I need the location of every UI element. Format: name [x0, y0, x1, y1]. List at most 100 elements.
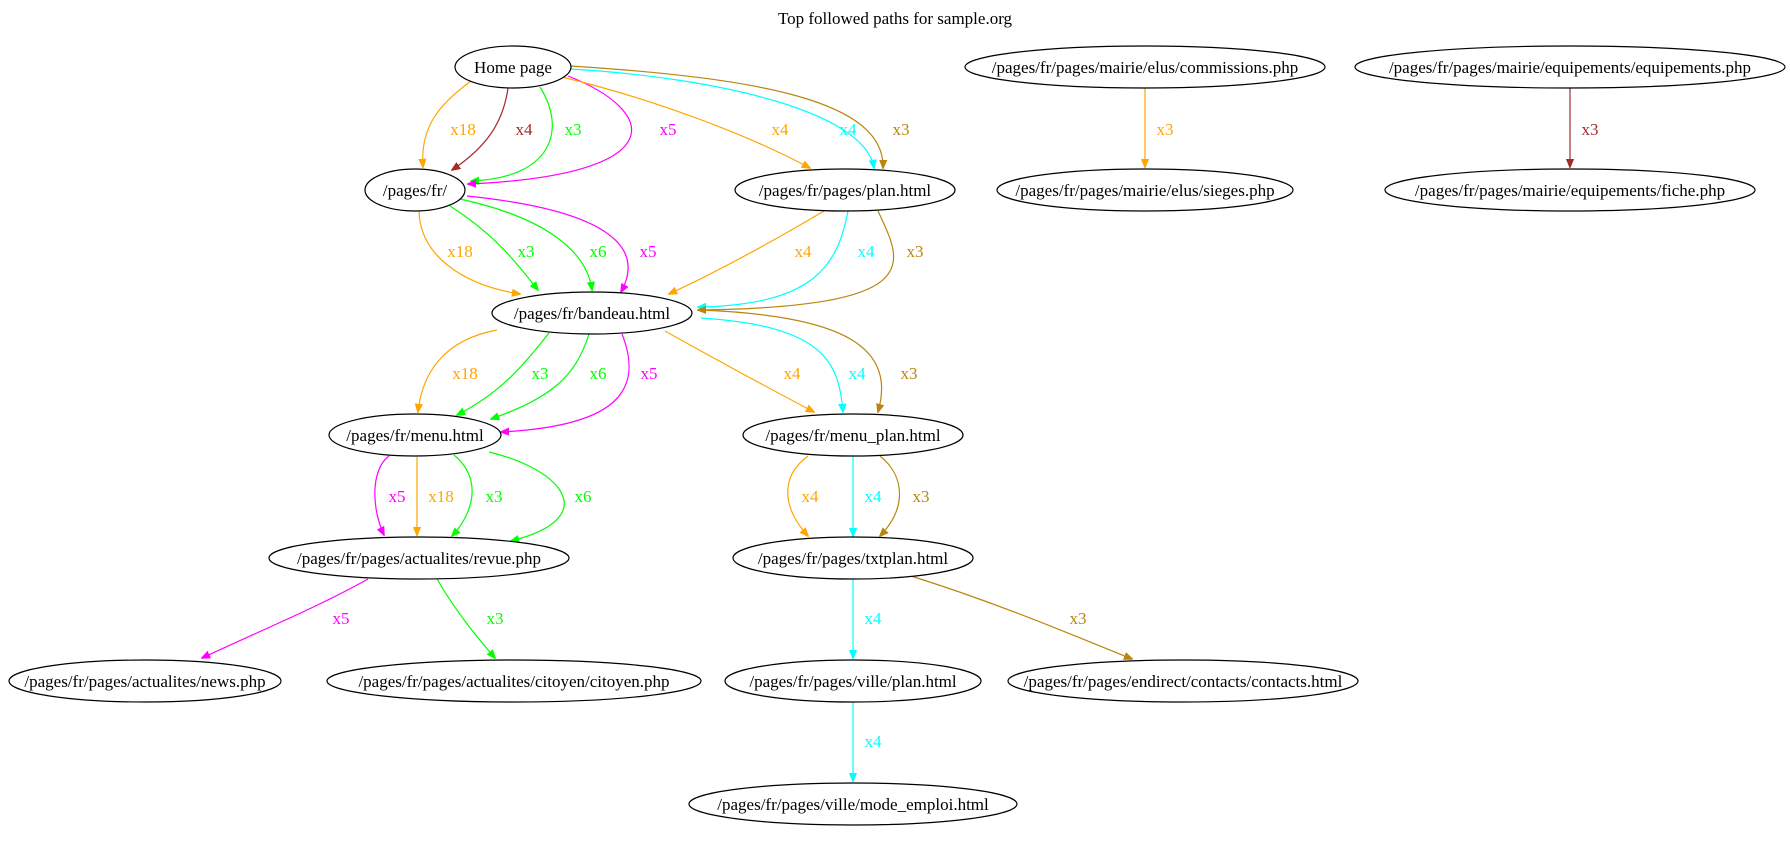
- edge-revue-to-citoyen: x3: [436, 578, 504, 658]
- edge-fr-to-bandeau: x18: [418, 210, 520, 294]
- node-label: /pages/fr/pages/actualites/revue.php: [297, 549, 541, 568]
- edge-menu_plan-to-txtplan: x3: [880, 455, 930, 536]
- edge-line: [466, 195, 628, 292]
- edge-line: [501, 333, 630, 432]
- edge-count-label: x4: [865, 732, 883, 751]
- node-label: /pages/fr/pages/mairie/equipements/fiche…: [1415, 181, 1725, 200]
- edge-count-label: x3: [1582, 120, 1599, 139]
- edge-line: [468, 75, 632, 184]
- edge-count-label: x3: [1157, 120, 1174, 139]
- edge-line: [449, 205, 538, 290]
- edge-txtplan-to-contacts: x3: [910, 575, 1132, 659]
- node-label: /pages/fr/pages/mairie/equipements/equip…: [1389, 58, 1751, 77]
- edge-fr-to-bandeau: x6: [459, 198, 607, 290]
- edge-menu-to-revue: x3: [452, 454, 503, 536]
- node-txtplan: /pages/fr/pages/txtplan.html: [732, 536, 974, 580]
- edge-count-label: x6: [590, 364, 607, 383]
- edge-count-label: x4: [840, 120, 858, 139]
- nodes-layer: Home page/pages/fr/ /pages/fr/pages/plan.…: [8, 45, 1786, 826]
- node-ellipse: [742, 413, 964, 457]
- edge-count-label: x3: [913, 487, 930, 506]
- edge-count-label: x4: [858, 242, 876, 261]
- edge-line: [698, 210, 895, 310]
- edge-count-label: x3: [486, 487, 503, 506]
- edge-count-label: x3: [893, 120, 910, 139]
- edge-count-label: x3: [1070, 609, 1087, 628]
- node-label: Home page: [474, 58, 552, 77]
- node-ellipse: [268, 536, 570, 580]
- node-label: /pages/fr/bandeau.html: [514, 304, 671, 323]
- edge-bandeau-to-menu_plan: x3: [700, 309, 918, 412]
- node-ville_plan: /pages/fr/pages/ville/plan.html: [724, 659, 982, 703]
- node-label: /pages/fr/pages/ville/plan.html: [749, 672, 957, 691]
- edge-bandeau-to-menu_plan: x4: [700, 317, 866, 412]
- node-menu_plan: /pages/fr/menu_plan.html: [742, 413, 964, 457]
- edge-menu_plan-to-txtplan: x4: [853, 456, 882, 536]
- edge-count-label: x6: [575, 487, 592, 506]
- edge-line: [669, 210, 825, 294]
- edge-revue-to-news: x5: [202, 578, 369, 658]
- edge-line: [457, 332, 550, 415]
- edge-menu-to-revue: x6: [488, 451, 592, 541]
- edge-line: [452, 87, 509, 170]
- node-ellipse: [1007, 659, 1359, 703]
- edge-count-label: x3: [532, 364, 549, 383]
- edge-home-to-fr: x4: [452, 87, 533, 170]
- edge-plan-to-bandeau: x3: [698, 210, 924, 310]
- node-ellipse: [996, 168, 1294, 212]
- edge-line: [488, 451, 565, 541]
- node-fr: /pages/fr/: [364, 168, 466, 212]
- node-label: /pages/fr/menu.html: [346, 426, 484, 445]
- edge-line: [471, 86, 553, 181]
- edge-count-label: x5: [660, 120, 677, 139]
- edge-menu_plan-to-txtplan: x4: [787, 455, 819, 536]
- edge-count-label: x3: [901, 364, 918, 383]
- edge-home-to-plan: x4: [561, 76, 810, 168]
- edge-count-label: x5: [389, 487, 406, 506]
- graph-title: Top followed paths for sample.org: [778, 9, 1013, 28]
- node-ellipse: [1354, 45, 1786, 89]
- edge-line: [374, 455, 390, 535]
- edge-count-label: x4: [865, 609, 883, 628]
- node-ellipse: [326, 659, 702, 703]
- node-label: /pages/fr/pages/actualites/news.php: [24, 672, 265, 691]
- node-contacts: /pages/fr/pages/endirect/contacts/contac…: [1007, 659, 1359, 703]
- edge-line: [561, 76, 810, 168]
- edge-line: [570, 68, 874, 168]
- node-bandeau: /pages/fr/bandeau.html: [491, 291, 693, 335]
- node-label: /pages/fr/pages/txtplan.html: [758, 549, 949, 568]
- edge-line: [700, 309, 882, 412]
- edge-line: [787, 455, 808, 536]
- edge-count-label: x4: [865, 487, 883, 506]
- edge-line: [910, 575, 1132, 659]
- node-label: /pages/fr/pages/ville/mode_emploi.html: [717, 795, 989, 814]
- edge-line: [569, 65, 883, 168]
- node-plan: /pages/fr/pages/plan.html: [734, 168, 956, 212]
- node-label: /pages/fr/menu_plan.html: [765, 426, 940, 445]
- edge-fr-to-bandeau: x5: [466, 195, 657, 292]
- edge-line: [880, 455, 901, 536]
- node-ellipse: [732, 536, 974, 580]
- node-ellipse: [1384, 168, 1756, 212]
- node-ellipse: [328, 413, 502, 457]
- node-label: /pages/fr/pages/actualites/citoyen/citoy…: [358, 672, 669, 691]
- node-menu: /pages/fr/menu.html: [328, 413, 502, 457]
- edge-fr-to-bandeau: x3: [449, 205, 538, 290]
- node-label: /pages/fr/pages/mairie/elus/commissions.…: [992, 58, 1298, 77]
- edge-bandeau-to-menu: x6: [491, 333, 607, 419]
- edge-count-label: x18: [447, 242, 473, 261]
- edge-line: [700, 317, 843, 412]
- node-revue: /pages/fr/pages/actualites/revue.php: [268, 536, 570, 580]
- edge-line: [452, 454, 473, 536]
- edge-count-label: x6: [590, 242, 607, 261]
- edge-count-label: x3: [487, 609, 504, 628]
- edge-line: [418, 210, 520, 294]
- edge-count-label: x5: [641, 364, 658, 383]
- edge-bandeau-to-menu_plan: x4: [664, 330, 814, 412]
- node-commissions: /pages/fr/pages/mairie/elus/commissions.…: [964, 45, 1326, 89]
- node-ellipse: [734, 168, 956, 212]
- node-sieges: /pages/fr/pages/mairie/elus/sieges.php: [996, 168, 1294, 212]
- edge-bandeau-to-menu: x5: [501, 333, 658, 432]
- node-label: /pages/fr/pages/mairie/elus/sieges.php: [1015, 181, 1274, 200]
